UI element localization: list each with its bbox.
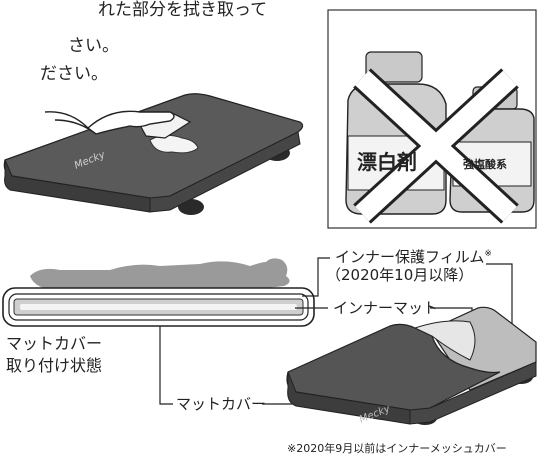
inner-film-note-mark: ※ [484, 249, 492, 259]
inner-film-label-text: インナー保護フィルム [335, 248, 485, 266]
mat-cover-label: マットカバー [176, 395, 267, 413]
mat-cover-right-side [409, 361, 537, 425]
instruction-line-3: ださい。 [40, 64, 108, 84]
acid-label: 強塩酸系 [463, 158, 507, 171]
footnote: ※2020年9月以前はインナーメッシュカバー [287, 442, 507, 455]
prohibited-chemicals-panel [327, 9, 537, 229]
wiping-mattress-illustration [3, 93, 304, 215]
covered-mattress-illustration [286, 306, 537, 425]
bleach-label: 漂白剤 [357, 150, 417, 174]
inner-film-date-label: （2020年10月以降） [326, 266, 474, 284]
mattress-right-side [149, 131, 301, 213]
bottle-cap [365, 51, 423, 83]
lying-person-silhouette [30, 258, 290, 290]
cover-attached-label-line-2: 取り付け状態 [6, 356, 103, 375]
inner-film-label: インナー保護フィルム※ [335, 250, 492, 265]
inner-mat-label: インナーマット [333, 299, 439, 317]
hand-icon [86, 110, 175, 135]
cover-flap [413, 320, 476, 361]
cover-attached-label-line-1: マットカバー [6, 334, 103, 353]
mattress-cross-section [2, 287, 315, 327]
prohibited-x-icon [353, 68, 519, 224]
wet-spot [149, 134, 199, 154]
instruction-line-2: さい。 [68, 36, 119, 56]
instruction-line-1: れた部分を拭き取って [98, 0, 268, 20]
